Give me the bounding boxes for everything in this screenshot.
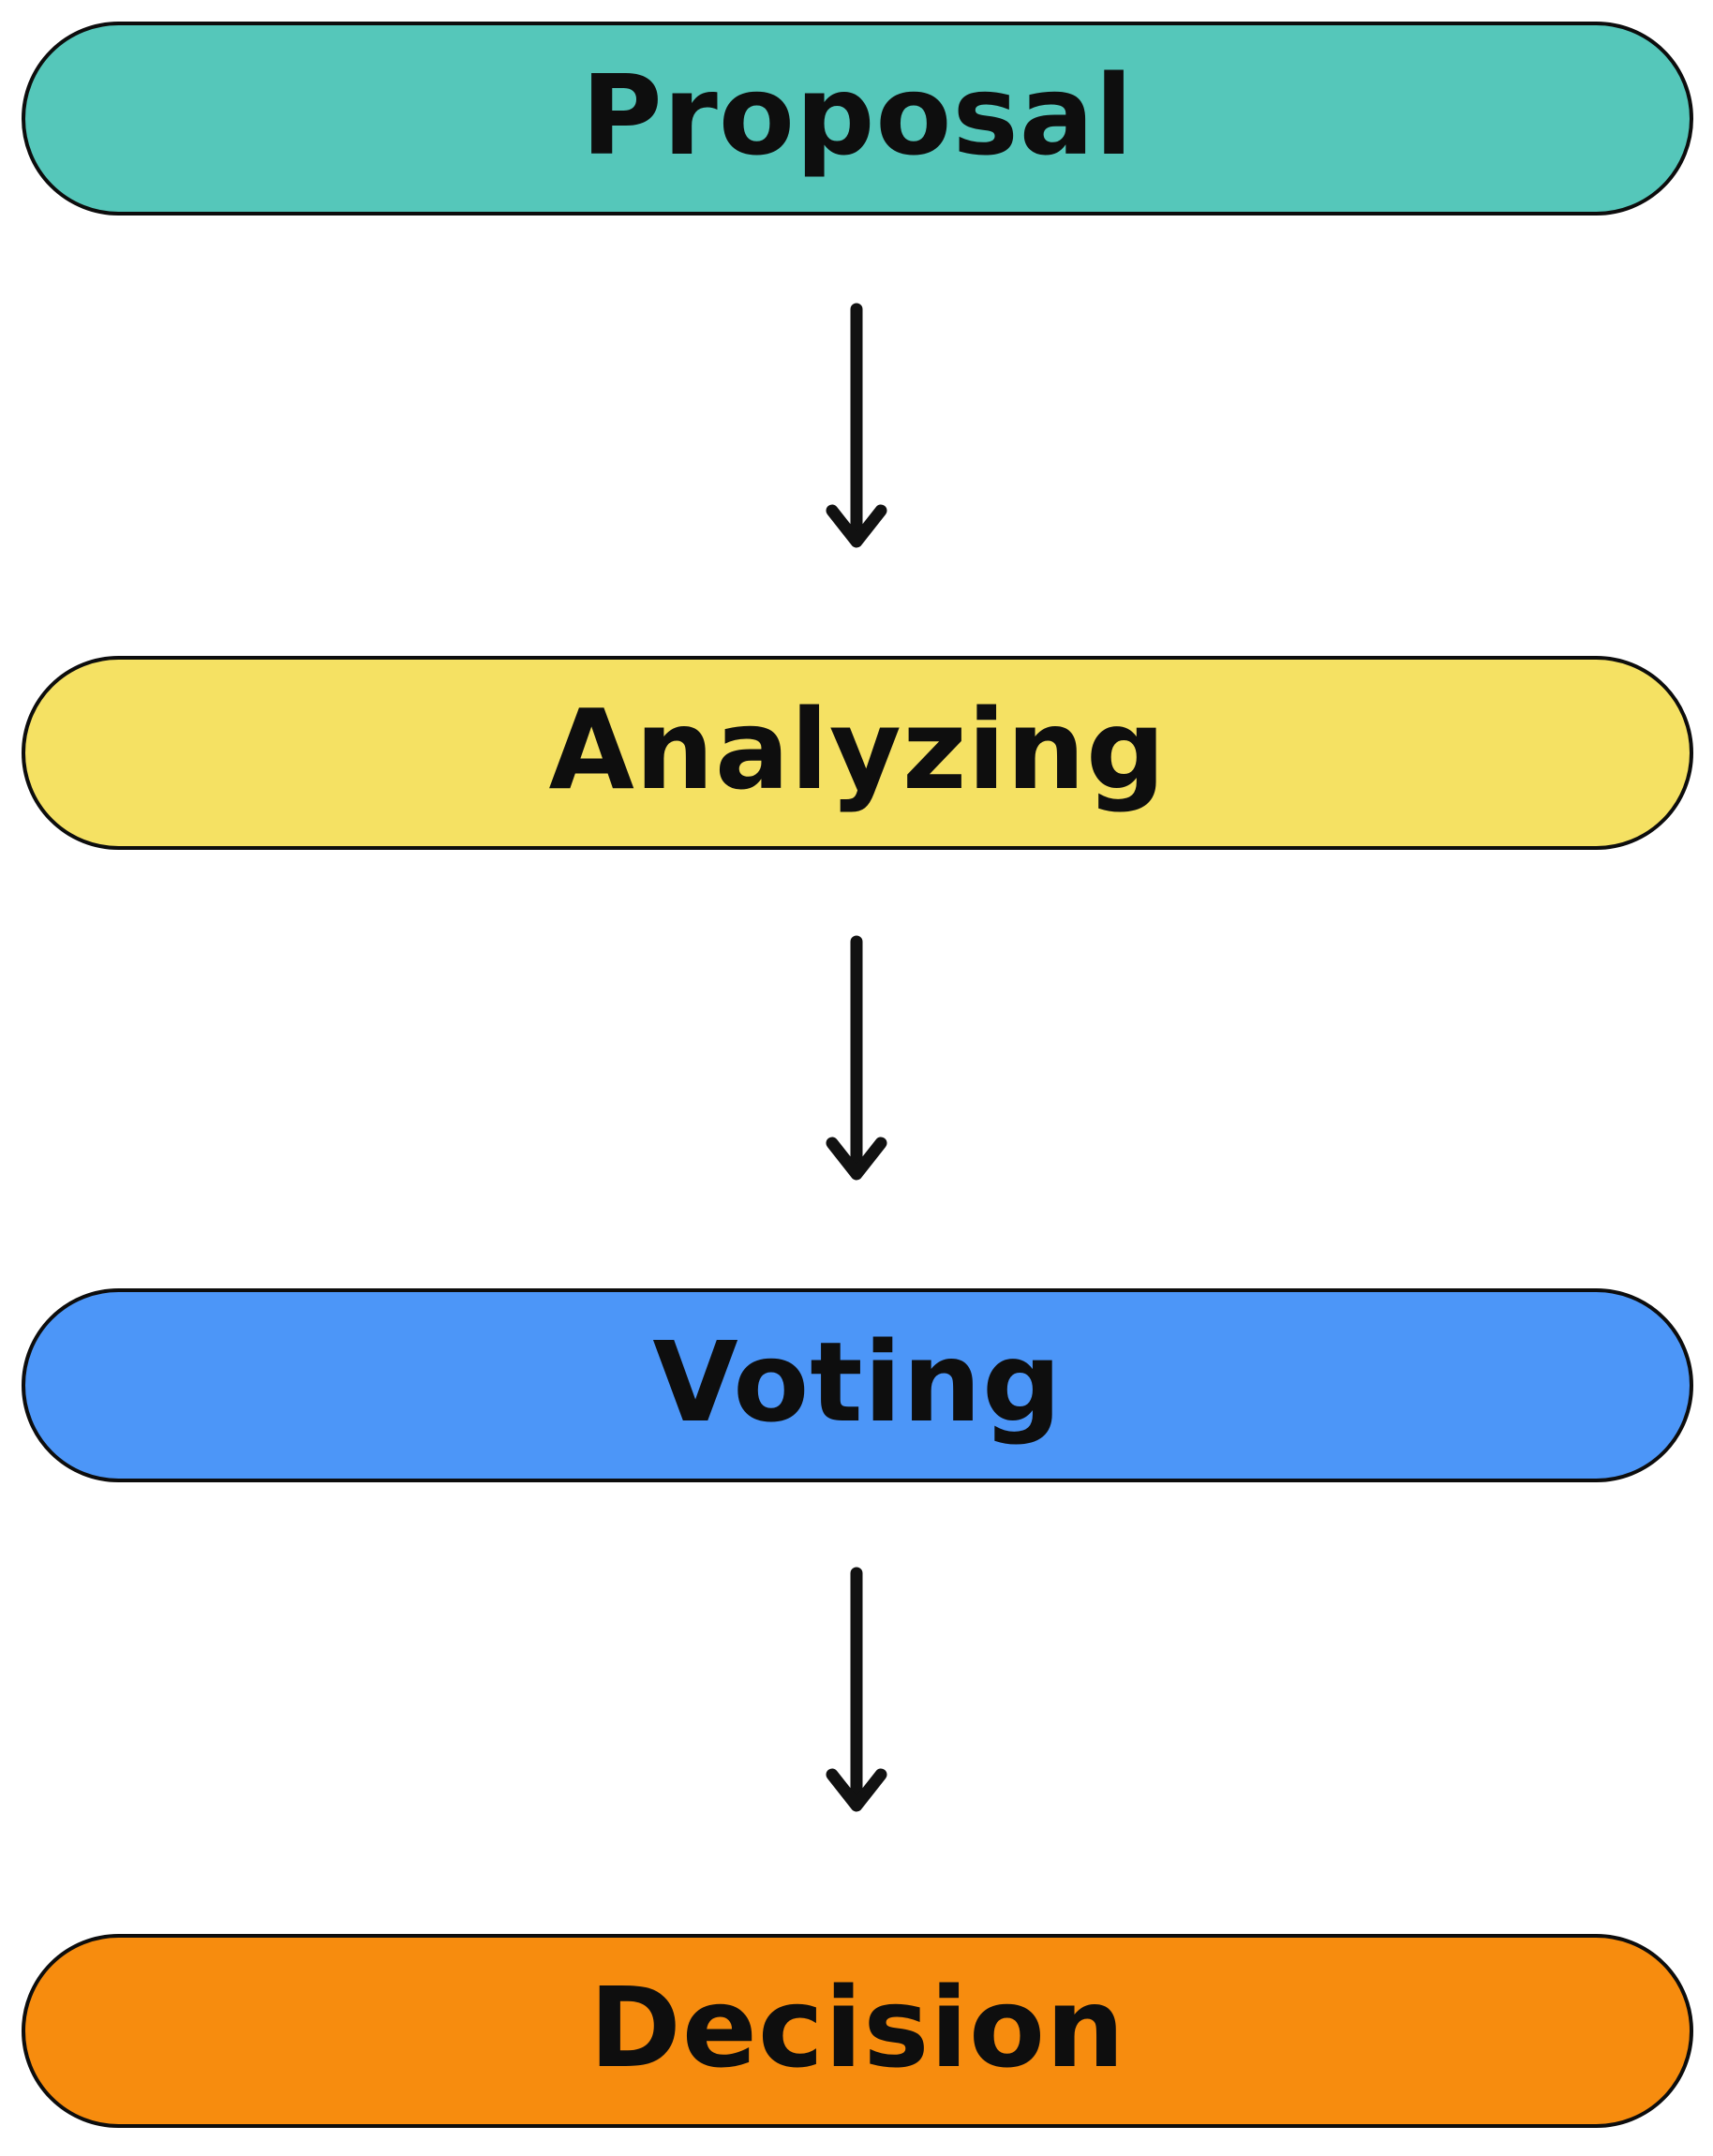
flow-node-analyzing-label: Analyzing (548, 684, 1167, 814)
down-arrow-icon (826, 303, 887, 548)
down-arrow-icon (826, 935, 887, 1181)
flow-node-decision: Decision (22, 1934, 1693, 2128)
flow-arrow-proposal-to-analyzing (819, 303, 894, 570)
flow-node-voting: Voting (22, 1288, 1693, 1482)
flow-node-decision-label: Decision (588, 1962, 1126, 2092)
flow-node-analyzing: Analyzing (22, 656, 1693, 850)
down-arrow-icon (826, 1567, 887, 1812)
flow-node-voting-label: Voting (652, 1316, 1063, 1447)
flow-arrow-voting-to-decision (819, 1567, 894, 1834)
flow-node-proposal: Proposal (22, 22, 1693, 216)
flow-node-proposal-label: Proposal (581, 50, 1134, 180)
flow-arrow-analyzing-to-voting (819, 935, 894, 1202)
